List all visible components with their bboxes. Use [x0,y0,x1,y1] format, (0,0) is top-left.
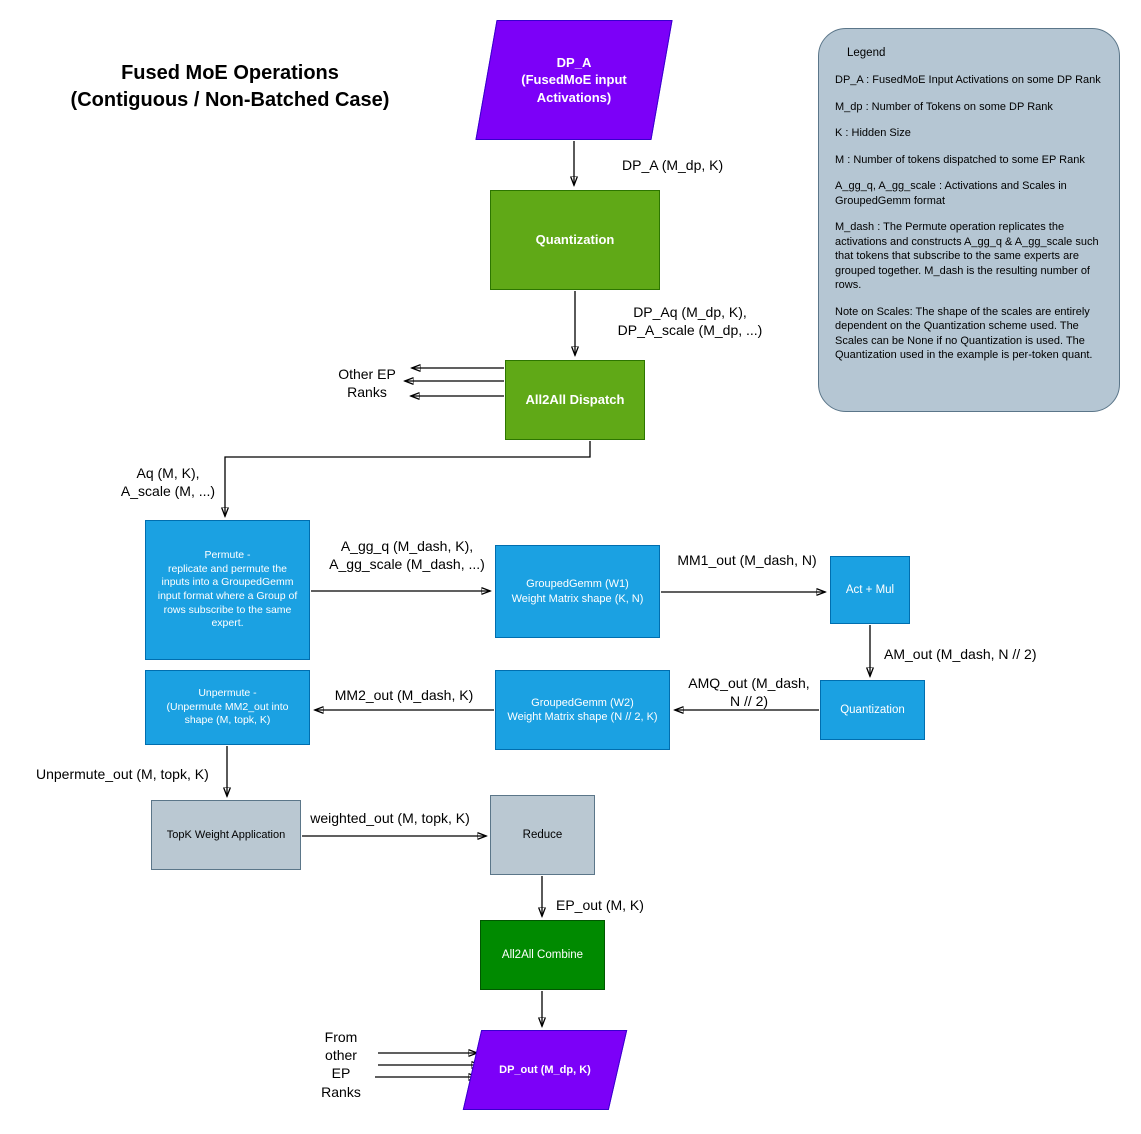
legend-item-dp-a: DP_A : FusedMoE Input Activations on som… [835,74,1101,86]
edge-label-amq-out: AMQ_out (M_dash, N // 2) [688,675,810,710]
legend-panel: Legend DP_A : FusedMoE Input Activations… [818,28,1120,412]
edge-label-mm1-out: MM1_out (M_dash, N) [677,552,817,568]
legend-item-k: K : Hidden Size [835,127,911,140]
edge-label-am-out: AM_out (M_dash, N // 2) [884,646,1037,662]
node-grouped-gemm-w1: GroupedGemm (W1) Weight Matrix shape (K,… [495,545,660,638]
edge-label-weighted-out: weighted_out (M, topk, K) [310,810,470,826]
edge-label-from-other-ep: From other EP Ranks [321,1029,361,1100]
node-unpermute: Unpermute - (Unpermute MM2_out into shap… [145,670,310,745]
node-all2all-combine: All2All Combine [480,920,605,990]
node-topk-weight-application: TopK Weight Application [151,800,301,870]
node-reduce: Reduce [490,795,595,875]
edge-label-aq: Aq (M, K), A_scale (M, ...) [120,465,216,500]
legend-item-m-dash: M_dash : The Permute operation replicate… [835,221,1099,292]
legend-item-a-gg: A_gg_q, A_gg_scale : Activations and Sca… [835,180,1067,207]
edge-label-a-gg: A_gg_q (M_dash, K), A_gg_scale (M_dash, … [329,538,485,573]
legend-item-m: M : Number of tokens dispatched to some … [835,153,1085,166]
edge-label-dp-aq: DP_Aq (M_dp, K), DP_A_scale (M_dp, ...) [617,304,763,339]
edge-label-dp-a-out: DP_A (M_dp, K) [622,157,724,173]
legend-item-m-dp: M_dp : Number of Tokens on some DP Rank [835,100,1053,113]
legend-title: Legend [847,47,886,59]
edge-label-ep-out: EP_out (M, K) [556,897,644,913]
edge-label-mm2-out: MM2_out (M_dash, K) [334,687,474,703]
legend-item-note-scales: Note on Scales: The shape of the scales … [835,305,1093,362]
node-dp-a-label: DP_A (FusedMoE input Activations) [521,54,627,105]
diagram-title: Fused MoE Operations (Contiguous / Non-B… [70,62,390,111]
node-grouped-gemm-w2: GroupedGemm (W2) Weight Matrix shape (N … [495,670,670,750]
node-quantization-top: Quantization [490,190,660,290]
node-dp-out-label: DP_out (M_dp, K) [499,1063,591,1076]
edge-dispatch-to-permute [225,441,591,516]
node-dp-out: DP_out (M_dp, K) [462,1030,628,1110]
node-all2all-dispatch: All2All Dispatch [505,360,645,440]
edge-label-unpermute-out: Unpermute_out (M, topk, K) [36,766,209,782]
node-permute: Permute - replicate and permute the inpu… [145,520,310,660]
node-dp-a: DP_A (FusedMoE input Activations) [475,20,673,140]
node-quantization-mid: Quantization [820,680,925,740]
edge-label-other-ep-ranks: Other EP Ranks [338,366,396,401]
node-act-mul: Act + Mul [830,556,910,624]
